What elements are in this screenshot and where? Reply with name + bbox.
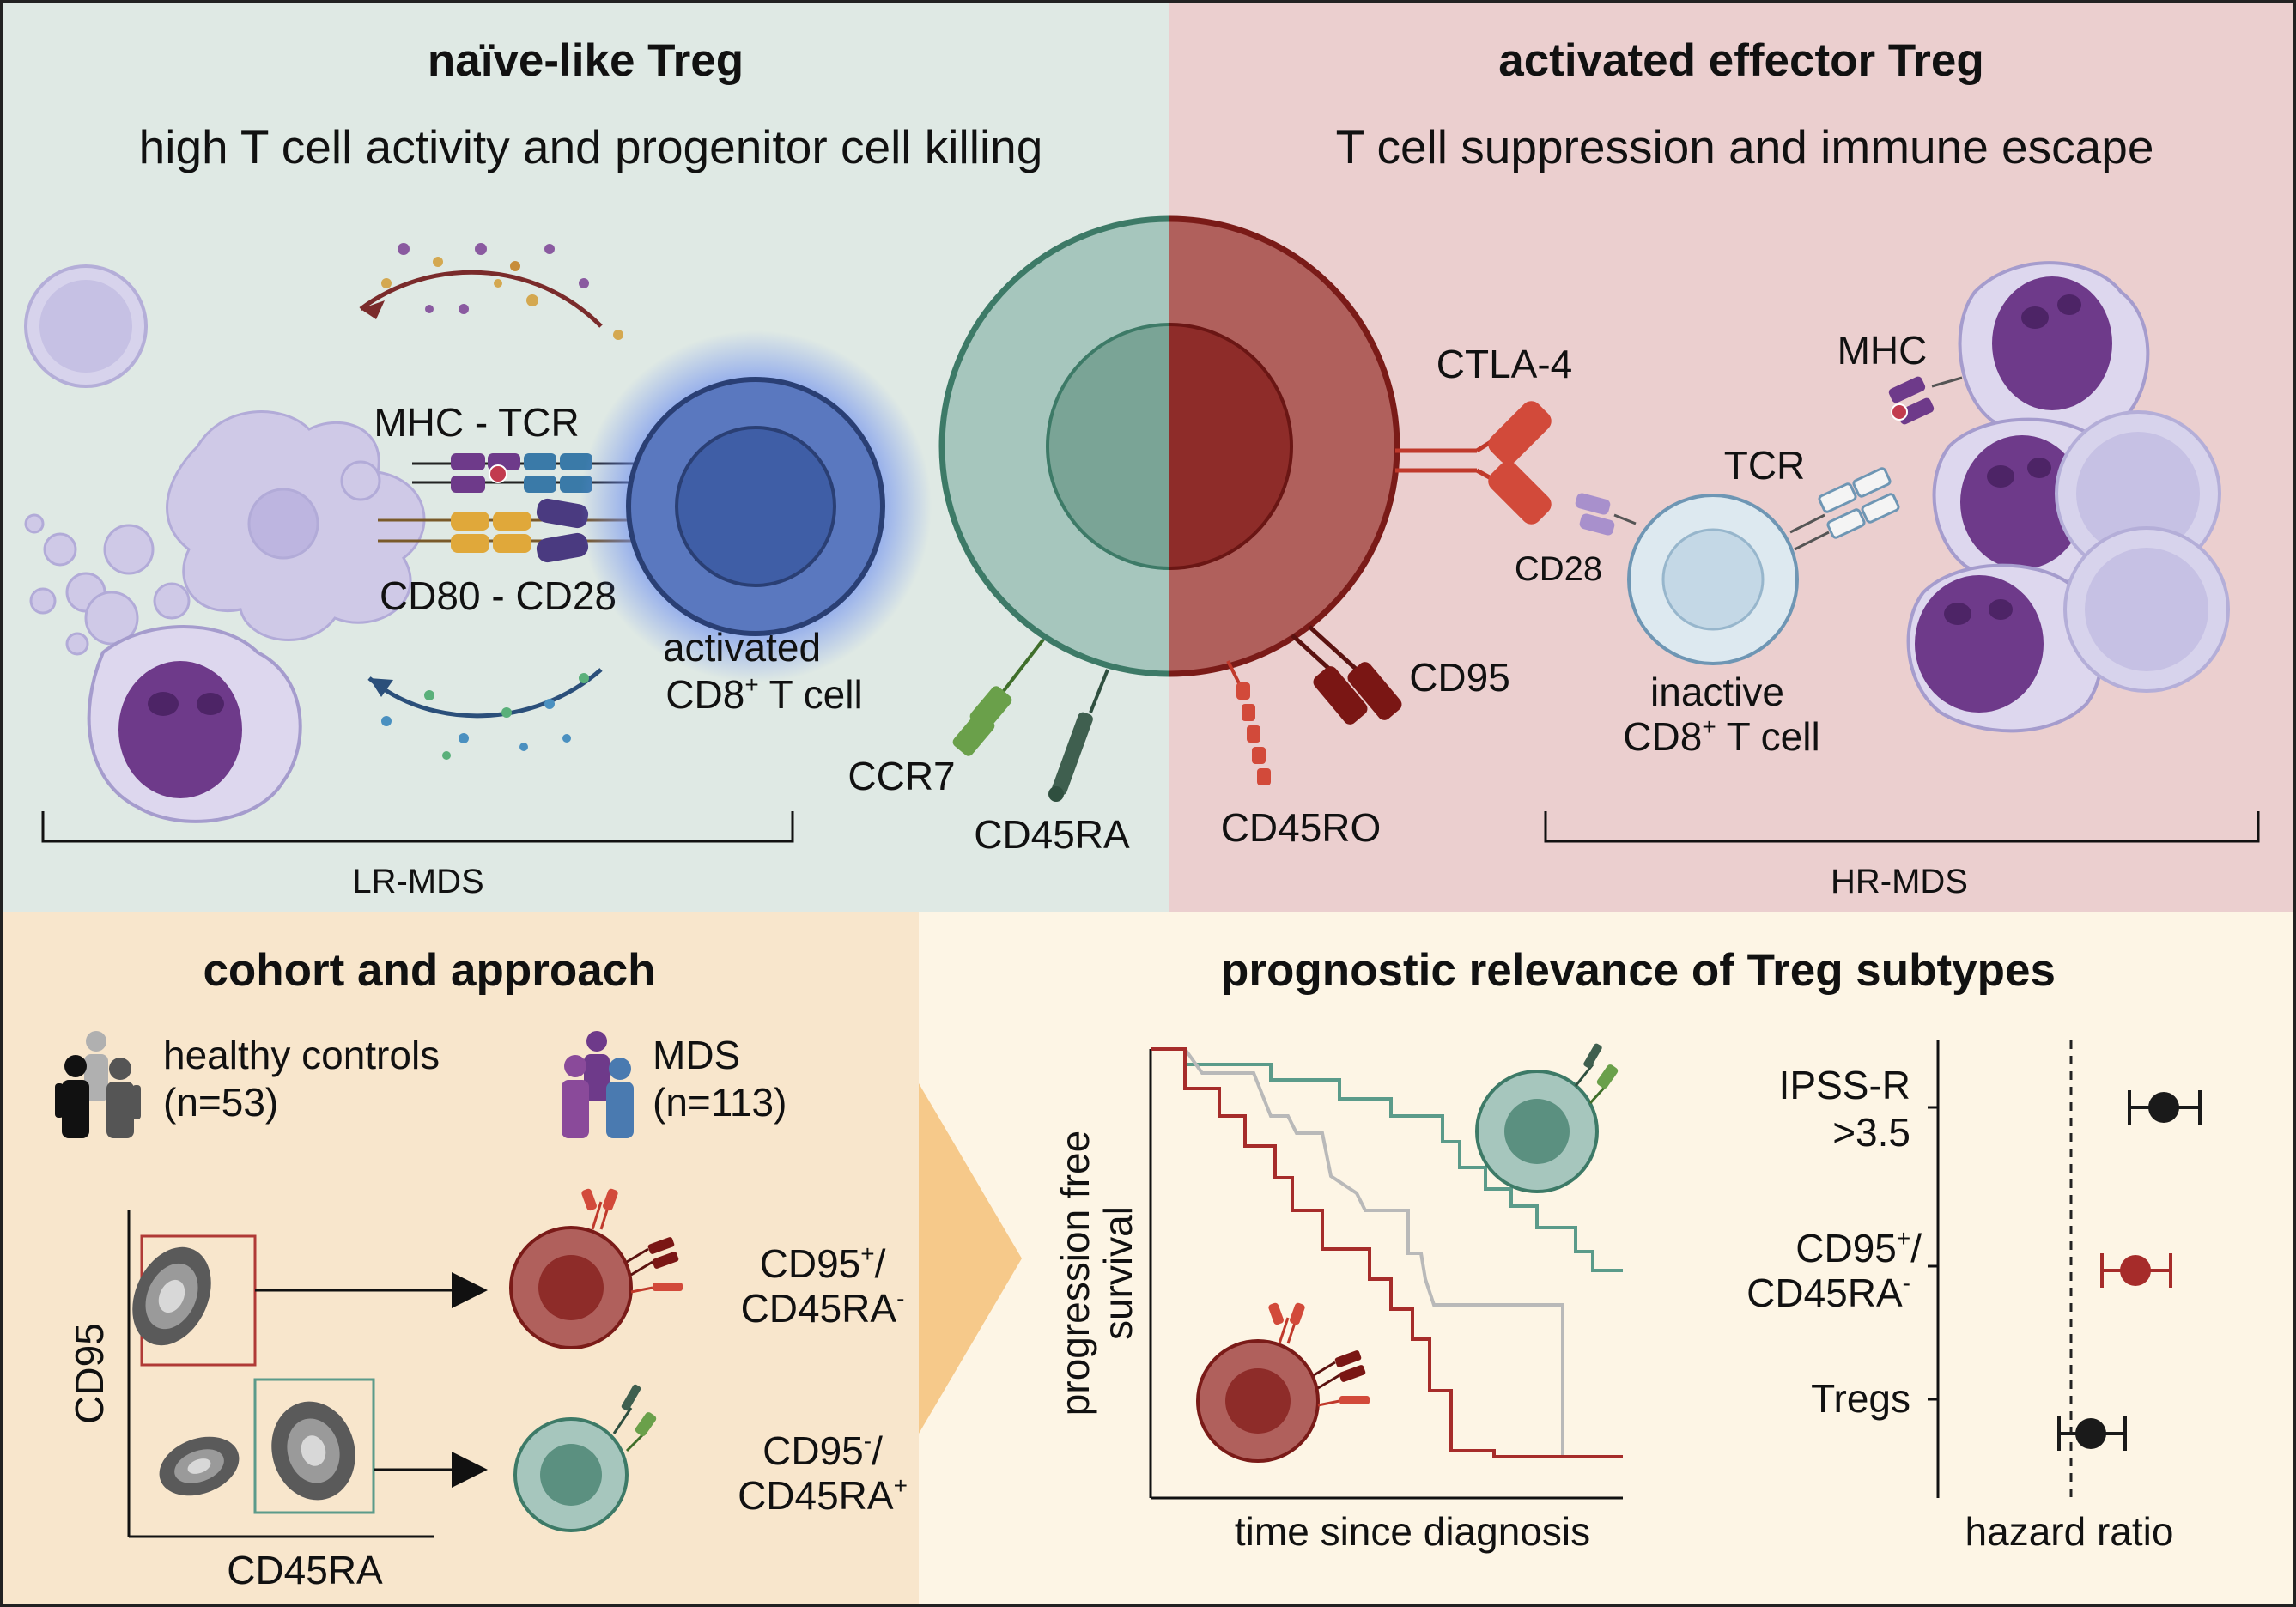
ccr7-receptor — [952, 638, 1045, 756]
ctla4-label: CTLA-4 — [1437, 342, 1572, 386]
cd28-receptor — [1575, 493, 1637, 536]
prognostic-title: prognostic relevance of Treg subtypes — [1221, 945, 2056, 996]
forest-x-label: hazard ratio — [1965, 1509, 2174, 1554]
km-x-label: time since diagnosis — [1235, 1509, 1590, 1554]
cd45ra-receptor — [1048, 669, 1109, 802]
forest-row-ipss-line1: IPSS-R — [1779, 1063, 1910, 1107]
panel-transition-chevron — [919, 1083, 1022, 1434]
inactive-cell-label-line1: inactive — [1650, 670, 1784, 714]
effector-subtitle: T cell suppression and immune escape — [1336, 120, 2154, 173]
pop2-line1: CD95-/ — [762, 1428, 883, 1473]
mds-label-line2: (n=113) — [653, 1080, 787, 1125]
healthy-controls-people-icon — [55, 1031, 141, 1138]
tcr-receptor — [1789, 467, 1900, 551]
ctla4-receptor — [1395, 401, 1552, 525]
forest-row-cd95 — [2100, 1253, 2172, 1288]
km-curve-effector — [1151, 1047, 1623, 1458]
mds-blast-cluster — [1906, 261, 2150, 733]
progenitor-cells-right — [2055, 410, 2230, 693]
kaplan-meier-plot — [1149, 1043, 1623, 1500]
km-curve-all — [1183, 1047, 1580, 1458]
mds-patients-people-icon — [562, 1031, 634, 1138]
cd95-receptor — [1291, 625, 1402, 725]
lr-mds-label: LR-MDS — [352, 863, 483, 901]
pop1-line2: CD45RA- — [741, 1285, 905, 1331]
apoptotic-debris — [24, 410, 426, 675]
km-y-label-line2: survival — [1096, 1206, 1140, 1340]
km-curve-naive — [1151, 1047, 1623, 1272]
cd95-label: CD95 — [1409, 655, 1510, 700]
activated-cd8-t-cell — [580, 330, 932, 682]
lr-mds-bracket — [41, 811, 794, 843]
forest-row-cd95-line2: CD45RA- — [1746, 1270, 1910, 1315]
forest-row-ipss-line2: >3.5 — [1832, 1110, 1910, 1155]
mhc-tcr-label: MHC - TCR — [374, 400, 579, 445]
cd45ra-label: CD45RA — [974, 812, 1130, 857]
cd45ro-label: CD45RO — [1221, 805, 1382, 850]
activated-cell-label-line1: activated — [663, 625, 821, 670]
cohort-panel-bg — [0, 912, 919, 1607]
hr-mds-bracket — [1544, 811, 2260, 843]
cd28-label: CD28 — [1515, 550, 1602, 588]
forest-row-cd95-line1: CD95+/ — [1795, 1225, 1922, 1270]
forest-row-tregs — [2057, 1416, 2127, 1451]
healthy-controls-line1: healthy controls — [163, 1033, 440, 1077]
flow-cytometry-plot — [127, 1210, 434, 1538]
naive-subtitle: high T cell activity and progenitor cell… — [139, 120, 1043, 173]
cd45ro-receptor — [1226, 660, 1271, 785]
km-y-label-line1: progression free — [1053, 1131, 1097, 1416]
forest-row-tregs-label: Tregs — [1811, 1376, 1910, 1421]
effector-treg-small — [509, 1188, 683, 1349]
pop2-line2: CD45RA+ — [738, 1472, 908, 1518]
flow-y-axis-label: CD95 — [67, 1323, 112, 1424]
cytokine-arrow-bottom — [367, 668, 603, 760]
prognostic-panel-bg — [919, 912, 2296, 1607]
activated-cell-label-line2: CD8+ T cell — [665, 671, 862, 717]
effector-title: activated effector Treg — [1498, 35, 1984, 86]
ccr7-label: CCR7 — [847, 754, 955, 798]
gate-cd45rapos — [253, 1378, 375, 1514]
central-treg-cell — [938, 215, 1400, 677]
tcr-label: TCR — [1724, 443, 1806, 488]
cytokine-arrow-top — [359, 243, 623, 340]
inactive-cd8-t-cell — [1627, 494, 1799, 665]
progenitor-cell — [24, 264, 148, 388]
mds-label-line1: MDS — [653, 1033, 740, 1077]
inactive-cell-label-line2: CD8+ T cell — [1623, 713, 1819, 759]
naive-treg-small — [513, 1384, 657, 1532]
mds-blast-cell-left — [87, 625, 302, 823]
pop1-line1: CD95+/ — [760, 1240, 886, 1286]
flow-x-axis-label: CD45RA — [227, 1548, 383, 1592]
cd80-cd28-receptors — [378, 498, 635, 563]
cohort-title: cohort and approach — [203, 945, 655, 996]
hr-mds-label: HR-MDS — [1831, 863, 1968, 901]
naive-title: naïve-like Treg — [428, 35, 744, 86]
forest-plot — [1928, 1040, 2202, 1498]
healthy-controls-line2: (n=53) — [163, 1080, 278, 1125]
forest-row-ipss — [2128, 1090, 2202, 1125]
cd80-cd28-label: CD80 - CD28 — [380, 573, 617, 618]
mhc-label: MHC — [1837, 328, 1928, 373]
mhc-molecule — [1888, 376, 1963, 425]
